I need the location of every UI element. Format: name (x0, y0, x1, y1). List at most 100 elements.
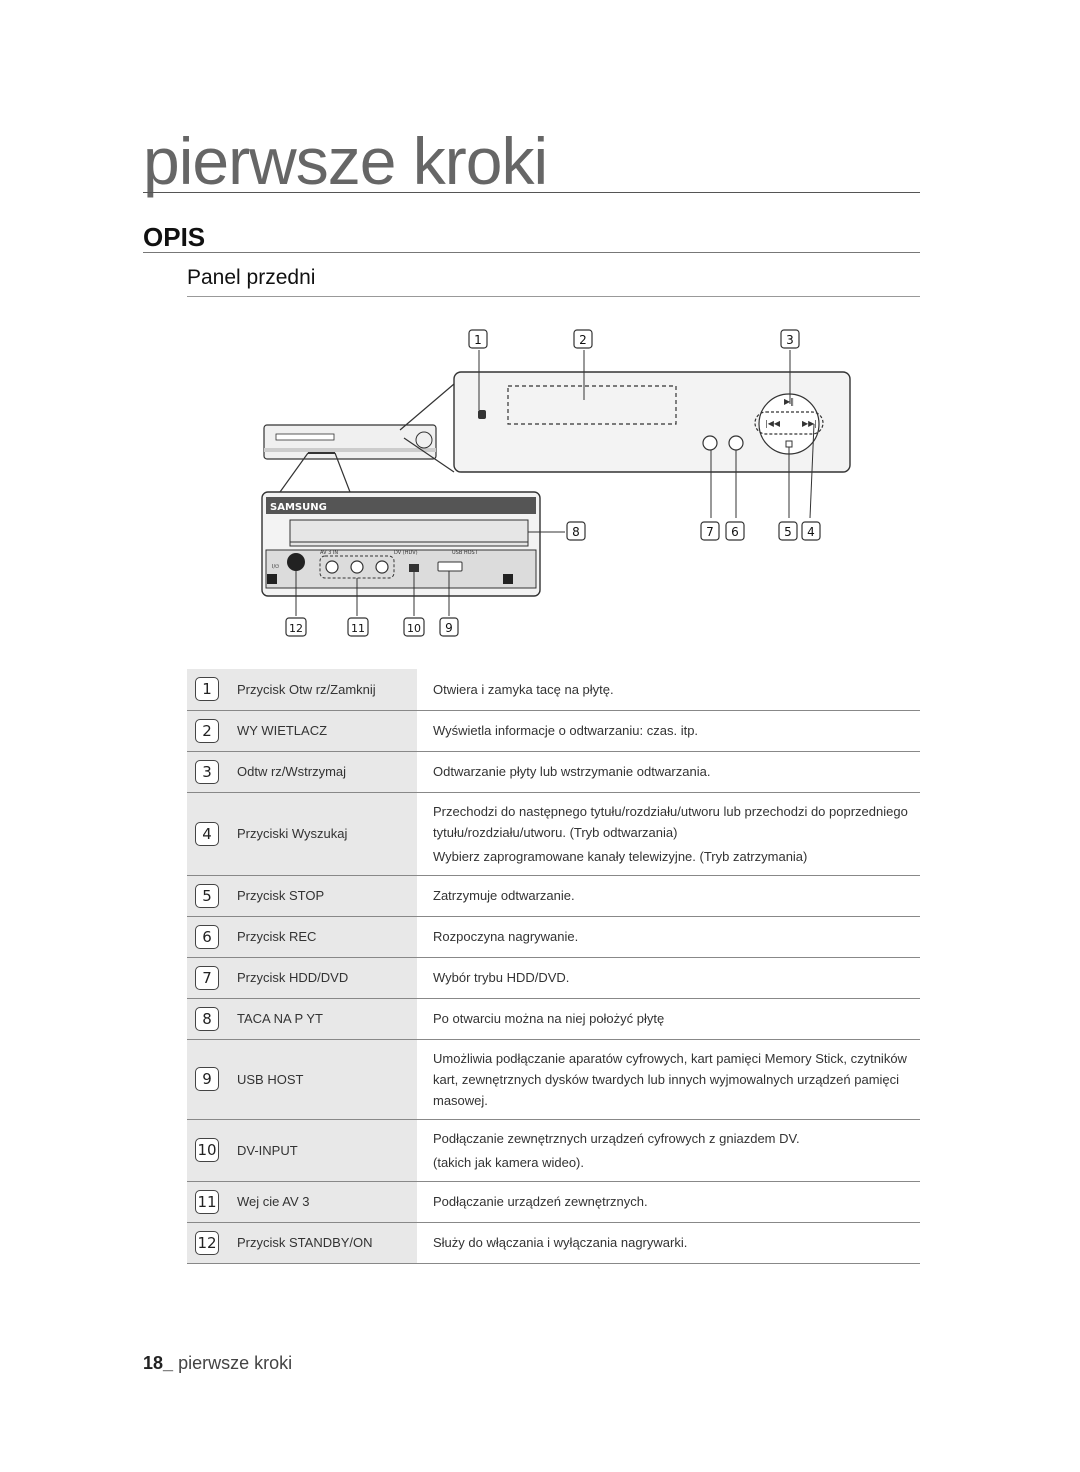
subsection-title: Panel przedni (187, 266, 316, 289)
row-description: Umożliwia podłączanie aparatów cyfrowych… (417, 1039, 920, 1120)
recorder-overview (263, 383, 455, 493)
table-row: 5 Przycisk STOP Zatrzymuje odtwarzanie. (187, 875, 920, 917)
table-row: 1 Przycisk Otw rz/Zamknij Otwiera i zamyka… (187, 669, 920, 711)
row-number-cell: 1 (187, 669, 227, 711)
callout-6: 6 (725, 521, 745, 541)
description-line: Zatrzymuje odtwarzanie. (433, 888, 575, 903)
row-number: 2 (195, 718, 219, 743)
svg-text:6: 6 (731, 525, 739, 539)
row-label: Przycisk STOP (227, 875, 417, 917)
standby-jack-label: I/⏻ (272, 564, 279, 570)
row-number: 8 (195, 1006, 219, 1031)
description-line: Przechodzi do następnego tytułu/rozdział… (433, 803, 908, 840)
chapter-rule (143, 192, 920, 193)
row-label: USB HOST (227, 1039, 417, 1120)
table-row: 11 Wej cie AV 3 Podłączanie urządzeń zewnę… (187, 1181, 920, 1223)
description-line: Po otwarciu można na niej położyć płytę (433, 1011, 665, 1026)
description-line: Wyświetla informacje o odtwarzaniu: czas… (433, 723, 699, 738)
row-label: Wej cie AV 3 (227, 1181, 417, 1223)
row-number: 1 (195, 677, 219, 702)
description-table: 1 Przycisk Otw rz/Zamknij Otwiera i zamyka… (187, 669, 920, 1264)
callout-7: 7 (700, 521, 720, 541)
page-footer: 18_ pierwsze kroki (143, 1353, 292, 1374)
svg-text:7: 7 (706, 525, 714, 539)
description-line: Rozpoczyna nagrywanie. (433, 929, 579, 944)
svg-text:2: 2 (579, 333, 587, 347)
row-number-cell: 12 (187, 1222, 227, 1264)
page-number: 18_ (143, 1353, 174, 1373)
row-label: WY WIETLACZ (227, 710, 417, 752)
row-number-cell: 5 (187, 875, 227, 917)
row-description: Zatrzymuje odtwarzanie. (417, 875, 920, 917)
row-number-cell: 8 (187, 998, 227, 1040)
callout-8: 8 (566, 521, 586, 541)
description-line: Wybierz zaprogramowane kanały telewizyjn… (433, 848, 808, 864)
row-label: Przycisk STANDBY/ON (227, 1222, 417, 1264)
row-description: Po otwarciu można na niej położyć płytę (417, 998, 920, 1040)
svg-text:12: 12 (289, 622, 303, 635)
row-number-cell: 10 (187, 1119, 227, 1182)
row-label: DV-INPUT (227, 1119, 417, 1182)
row-number: 5 (195, 883, 219, 908)
row-number-cell: 3 (187, 751, 227, 793)
description-line: (takich jak kamera wideo). (433, 1154, 584, 1170)
row-description: Przechodzi do następnego tytułu/rozdział… (417, 792, 920, 876)
row-number: 3 (195, 759, 219, 784)
table-row: 6 Przycisk REC Rozpoczyna nagrywanie. (187, 916, 920, 958)
front-panel-diagram: ▶‖ |◀◀ ▶▶| SAMSUNG AV 3 IN DV (HDV) USB … (261, 329, 851, 637)
row-description: Podłączanie zewnętrznych urządzeń cyfrow… (417, 1119, 920, 1182)
row-description: Otwiera i zamyka tacę na płytę. (417, 669, 920, 711)
description-line: Otwiera i zamyka tacę na płytę. (433, 681, 614, 697)
callout-12: 12 (285, 617, 307, 637)
row-number: 12 (195, 1230, 219, 1255)
svg-text:1: 1 (474, 333, 482, 347)
section-title: OPIS (143, 222, 206, 252)
row-number: 7 (195, 965, 219, 990)
row-label: Przyciski Wyszukaj (227, 792, 417, 876)
svg-text:5: 5 (784, 525, 792, 539)
row-number: 4 (195, 821, 219, 846)
brand-logo: SAMSUNG (270, 502, 327, 513)
table-row: 10 DV-INPUT Podłączanie zewnętrznych urząd… (187, 1119, 920, 1182)
row-description: Odtwarzanie płyty lub wstrzymanie odtwar… (417, 751, 920, 793)
row-label: Przycisk Otw rz/Zamknij (227, 669, 417, 711)
description-line: Podłączanie urządzeń zewnętrznych. (433, 1194, 648, 1209)
callout-2: 2 (573, 329, 593, 349)
row-number-cell: 6 (187, 916, 227, 958)
left-panel-detail: SAMSUNG AV 3 IN DV (HDV) USB HOST I/⏻ (261, 491, 541, 597)
table-row: 12 Przycisk STANDBY/ON Służy do włączania … (187, 1222, 920, 1264)
description-line: Podłączanie zewnętrznych urządzeń cyfrow… (433, 1130, 800, 1146)
description-line: Służy do włączania i wyłączania nagrywar… (433, 1235, 688, 1250)
svg-text:3: 3 (786, 333, 794, 347)
svg-text:▶▶|: ▶▶| (802, 419, 817, 428)
footer-label: pierwsze kroki (178, 1353, 293, 1373)
svg-text:4: 4 (807, 525, 815, 539)
callout-5: 5 (778, 521, 798, 541)
row-number: 11 (195, 1189, 219, 1214)
description-line: Umożliwia podłączanie aparatów cyfrowych… (433, 1050, 907, 1108)
svg-text:11: 11 (351, 622, 365, 635)
row-number: 10 (195, 1138, 219, 1162)
row-label: Przycisk REC (227, 916, 417, 958)
callout-4: 4 (801, 521, 821, 541)
dv-jack-label: DV (HDV) (394, 550, 418, 556)
chapter-title: pierwsze kroki (143, 124, 548, 198)
row-number: 6 (195, 924, 219, 949)
av-jack-label: AV 3 IN (320, 550, 338, 556)
table-row: 4 Przyciski Wyszukaj Przechodzi do następn… (187, 792, 920, 876)
row-number-cell: 2 (187, 710, 227, 752)
row-number-cell: 9 (187, 1039, 227, 1120)
row-label: Odtw rz/Wstrzymaj (227, 751, 417, 793)
callout-9: 9 (439, 617, 459, 637)
row-number-cell: 7 (187, 957, 227, 999)
row-number-cell: 4 (187, 792, 227, 876)
description-line: Wybór trybu HDD/DVD. (433, 970, 570, 985)
row-description: Służy do włączania i wyłączania nagrywar… (417, 1222, 920, 1264)
table-row: 2 WY WIETLACZ Wyświetla informacje o odtwa… (187, 710, 920, 752)
usb-jack-label: USB HOST (452, 550, 479, 556)
svg-text:8: 8 (572, 525, 580, 539)
